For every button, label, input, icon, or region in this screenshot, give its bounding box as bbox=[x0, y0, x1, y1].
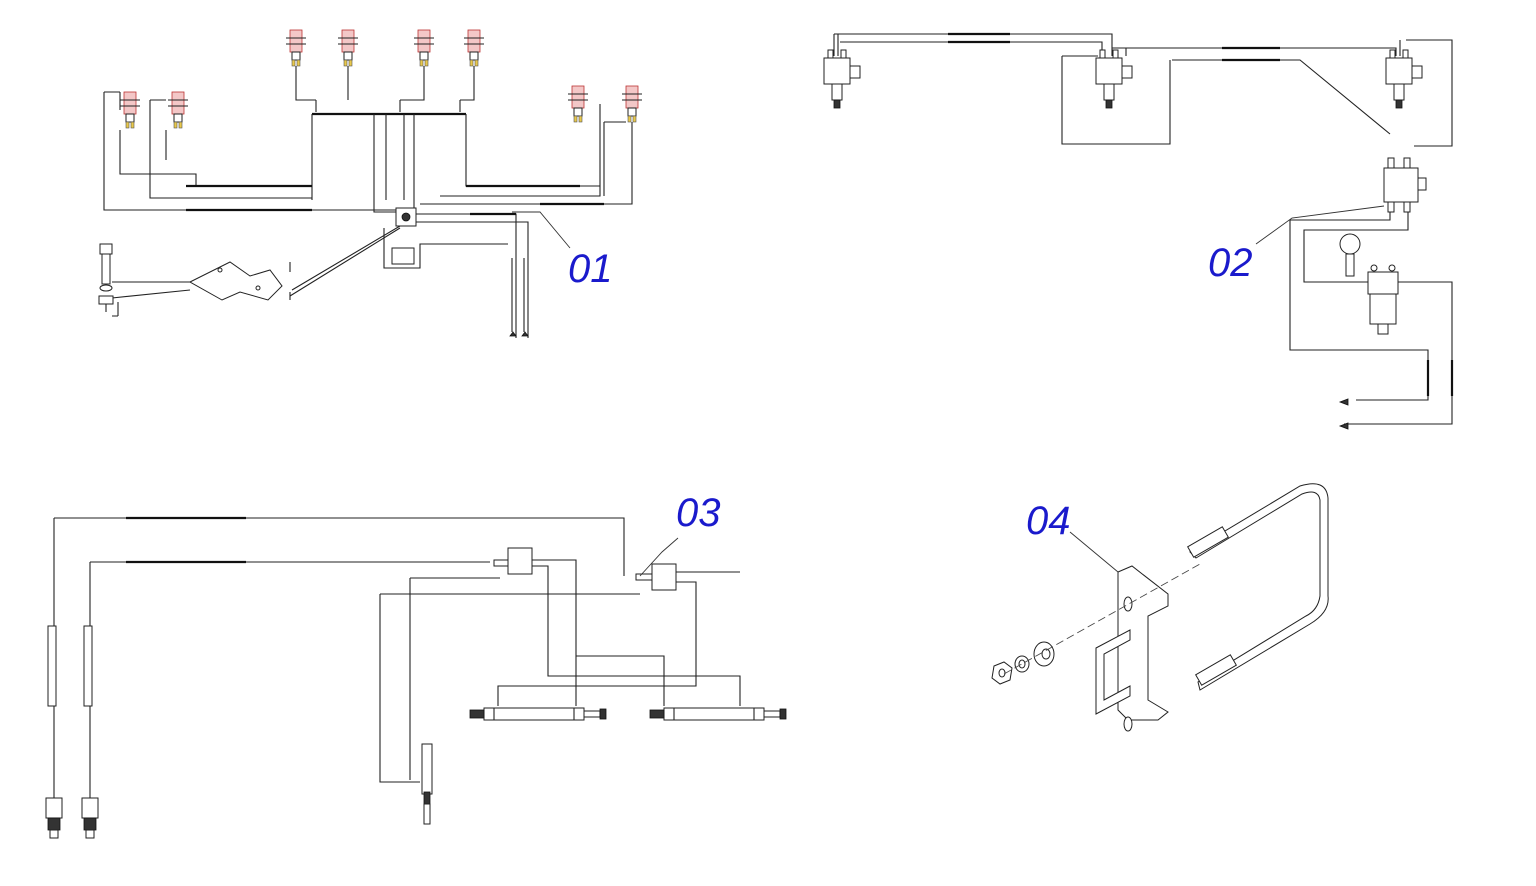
proximity-sensor bbox=[285, 29, 307, 67]
assembly-04: 04 bbox=[991, 483, 1329, 732]
proximity-sensor bbox=[167, 91, 189, 129]
assembly-03: 03 bbox=[45, 491, 787, 839]
control-block bbox=[1383, 157, 1427, 213]
filter-housing bbox=[1367, 264, 1399, 335]
washer bbox=[1033, 641, 1055, 667]
callout-04: 04 bbox=[1026, 499, 1071, 543]
proximity-sensor bbox=[119, 91, 141, 129]
lock-washer bbox=[1014, 655, 1030, 673]
proximity-sensor bbox=[413, 29, 435, 67]
proximity-sensor bbox=[337, 29, 359, 67]
proximity-sensor bbox=[567, 85, 589, 123]
callout-03: 03 bbox=[676, 491, 721, 535]
hydraulic-cylinder bbox=[469, 707, 607, 721]
assembly-02: 02 bbox=[823, 32, 1454, 430]
hydraulic-valve bbox=[1385, 49, 1423, 109]
quick-coupler bbox=[81, 797, 99, 839]
distribution-manifold bbox=[395, 207, 417, 227]
proximity-sensor bbox=[621, 85, 643, 123]
flow-divider bbox=[493, 547, 533, 575]
hydraulic-cylinder bbox=[649, 707, 787, 721]
u-bolt bbox=[1186, 483, 1329, 691]
hex-nut bbox=[991, 661, 1013, 685]
mounting-bracket bbox=[188, 261, 283, 301]
clamp-bracket bbox=[1095, 565, 1169, 732]
proximity-sensor bbox=[463, 29, 485, 67]
callout-01: 01 bbox=[568, 247, 613, 291]
flow-divider bbox=[635, 563, 677, 591]
assembly-01: 01 bbox=[98, 29, 643, 338]
callout-02: 02 bbox=[1208, 241, 1253, 285]
bolt bbox=[98, 243, 114, 312]
quick-coupler bbox=[45, 797, 63, 839]
hydraulic-valve bbox=[823, 49, 861, 109]
pressure-switch bbox=[383, 228, 508, 269]
vertical-cylinder bbox=[421, 743, 433, 825]
hydraulic-valve bbox=[1095, 49, 1133, 109]
pressure-gauge bbox=[1339, 233, 1361, 277]
